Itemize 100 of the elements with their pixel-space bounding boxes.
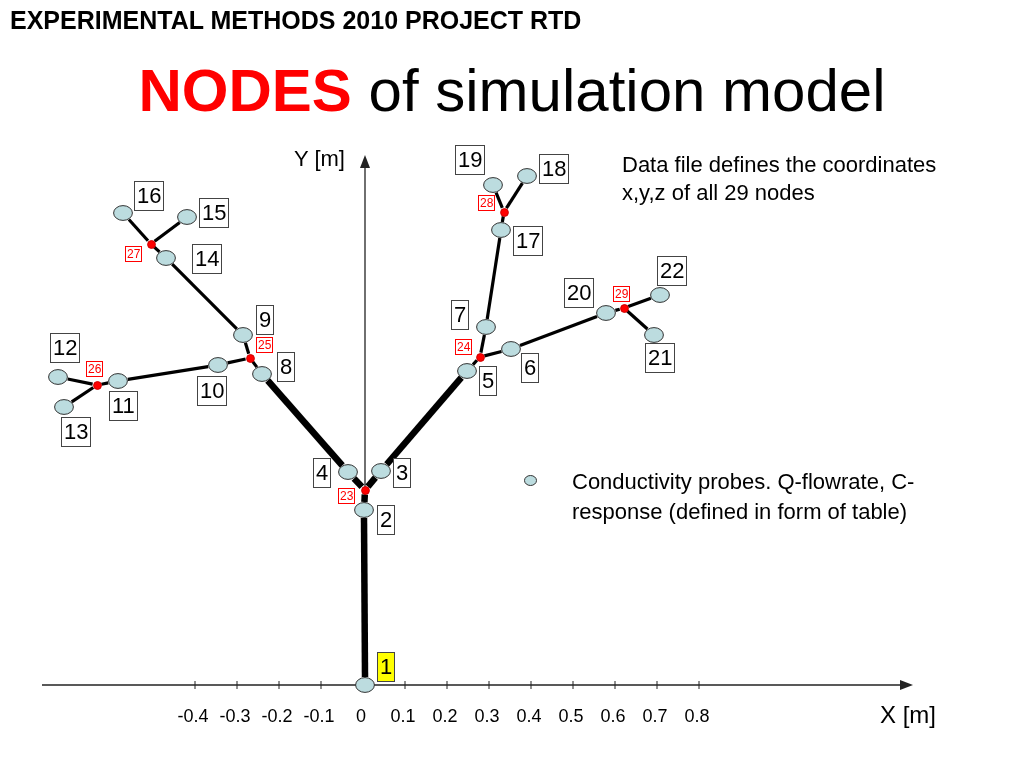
axis-title: Y [m] — [294, 145, 345, 173]
number-label: 4 — [313, 458, 332, 488]
number-label: 3 — [393, 458, 412, 488]
number-label: 8 — [277, 352, 296, 382]
legend-text: Conductivity probes. Q-flowrate, C-response (defined in form of table) — [572, 468, 916, 526]
junction-dot — [245, 353, 255, 363]
connector-line — [153, 221, 181, 243]
connector-line — [384, 375, 464, 467]
probe-circle — [54, 399, 74, 415]
probe-circle — [483, 177, 503, 193]
probe-circle — [501, 341, 521, 357]
number-label: 28 — [478, 195, 496, 211]
tick-label: 0.7 — [642, 706, 668, 726]
junction-dot — [360, 485, 370, 495]
junction-dot — [619, 303, 629, 313]
number-label: 7 — [451, 300, 470, 330]
number-label: 19 — [455, 145, 486, 175]
number-label: 20 — [564, 278, 595, 308]
probe-circle — [252, 366, 272, 382]
number-label: 24 — [455, 339, 473, 355]
junction-dot — [499, 207, 509, 217]
tick-label: 0.8 — [684, 706, 710, 726]
tick-label: 0.3 — [474, 706, 500, 726]
connector-line — [127, 218, 150, 242]
probe-circle — [48, 369, 68, 385]
connector-line — [614, 307, 621, 312]
tick-label: -0.3 — [219, 706, 251, 726]
probe-circle — [108, 373, 128, 389]
connector-line — [484, 349, 502, 358]
number-label: 17 — [513, 226, 544, 256]
number-label: 10 — [197, 376, 228, 406]
number-label: 27 — [125, 246, 143, 262]
number-label: 2 — [377, 505, 396, 535]
connector-line — [265, 378, 345, 468]
number-label: 21 — [645, 343, 676, 373]
connector-line — [485, 237, 502, 320]
tick-label: 0.2 — [432, 706, 458, 726]
number-label: 12 — [50, 333, 81, 363]
probe-circle — [491, 222, 511, 238]
junction-dot — [475, 352, 485, 362]
number-label: 23 — [338, 488, 356, 504]
connector-line — [171, 263, 238, 330]
probe-circle — [233, 327, 253, 343]
tick-label: 0.4 — [516, 706, 542, 726]
connector-line — [70, 386, 95, 404]
connector-line — [519, 314, 598, 348]
number-label: 22 — [657, 256, 688, 286]
number-label: 6 — [521, 353, 540, 383]
number-label: 9 — [256, 305, 275, 335]
number-label: 29 — [613, 286, 631, 302]
probe-circle — [338, 464, 358, 480]
number-label: 13 — [61, 417, 92, 447]
connector-line — [494, 192, 504, 209]
junction-dot — [146, 239, 156, 249]
connector-line — [227, 357, 246, 365]
number-label: 25 — [256, 337, 274, 353]
probe-circle — [457, 363, 477, 379]
probe-circle — [476, 319, 496, 335]
probe-circle — [354, 502, 374, 518]
connector-line — [251, 360, 259, 369]
junction-dot — [92, 380, 102, 390]
connector-line — [505, 182, 524, 210]
note-text: Data file defines the coordinates x,y,z of all 29 nodes — [622, 151, 938, 207]
tick-label: 0 — [356, 706, 366, 726]
probe-circle — [596, 305, 616, 321]
number-label: 16 — [134, 181, 165, 211]
header-text: EXPERIMENTAL METHODS 2010 PROJECT RTD — [10, 5, 582, 36]
tick-label: 0.5 — [558, 706, 584, 726]
connector-line — [243, 342, 251, 355]
axis-title: X [m] — [880, 700, 936, 730]
connector-line — [360, 517, 369, 678]
number-label: 14 — [192, 244, 223, 274]
probe-circle — [371, 463, 391, 479]
probe-circle — [517, 168, 537, 184]
connector-line — [361, 494, 369, 503]
connector-line — [127, 365, 209, 381]
number-label: 5 — [479, 366, 498, 396]
probe-circle — [208, 357, 228, 373]
connector-line — [351, 476, 365, 489]
probe-circle — [156, 250, 176, 266]
number-label: 15 — [199, 198, 230, 228]
probe-circle — [650, 287, 670, 303]
probe-circle — [355, 677, 375, 693]
connector-line — [67, 377, 93, 386]
tick-label: 0.6 — [600, 706, 626, 726]
number-label: 1 — [377, 652, 396, 682]
number-label: 26 — [86, 361, 104, 377]
probe-circle — [113, 205, 133, 221]
tick-label: -0.1 — [303, 706, 335, 726]
probe-circle — [177, 209, 197, 225]
connector-line — [365, 475, 378, 489]
tick-label: -0.4 — [177, 706, 209, 726]
number-label: 11 — [109, 391, 138, 421]
connector-line — [101, 381, 109, 386]
probe-circle — [644, 327, 664, 343]
connector-line — [479, 334, 486, 353]
connector-line — [626, 309, 649, 331]
connector-line — [627, 296, 652, 308]
tick-label: 0.1 — [390, 706, 416, 726]
slide-title: NODES of simulation model — [138, 56, 886, 126]
